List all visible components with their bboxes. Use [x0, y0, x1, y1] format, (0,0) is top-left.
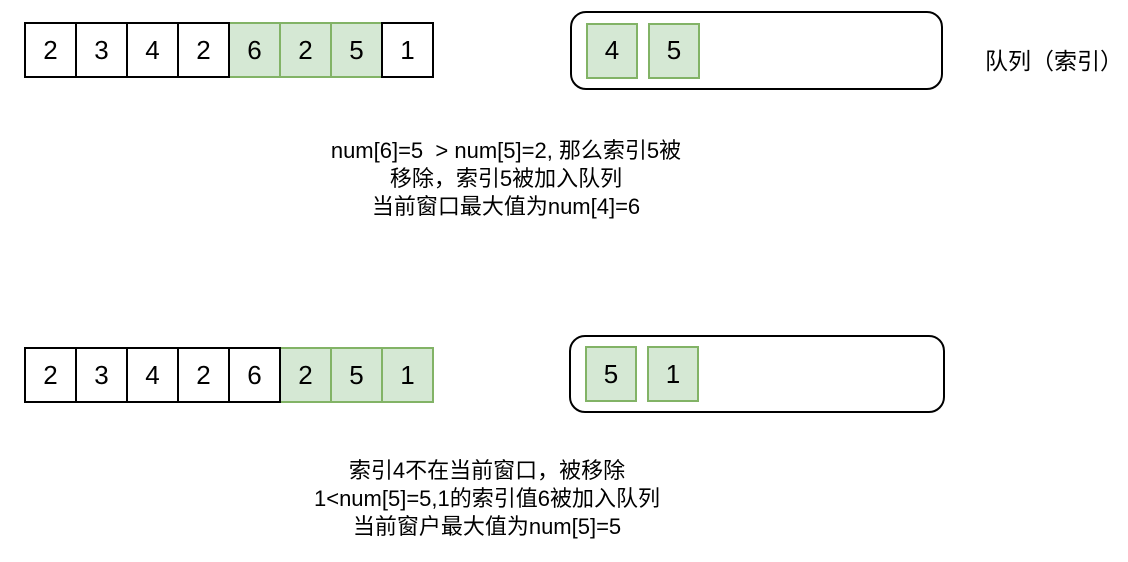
queue-label: 队列（索引）	[985, 48, 1123, 74]
queue-cell: 5	[648, 22, 700, 79]
step-caption: num[6]=5 > num[5]=2, 那么索引5被移除，索引5被加入队列当前…	[266, 137, 746, 221]
queue-cell: 1	[647, 346, 699, 402]
array-cell: 3	[75, 347, 128, 403]
array-cell: 4	[126, 22, 179, 78]
array-cell: 2	[24, 347, 77, 403]
array-cell: 6	[228, 347, 281, 403]
array-cell: 2	[279, 22, 332, 78]
array-cell: 6	[228, 22, 281, 78]
caption-line: 1<num[5]=5,1的索引值6被加入队列	[313, 486, 660, 511]
queue-cell: 4	[586, 22, 638, 79]
caption-line: 当前窗户最大值为num[5]=5	[352, 514, 622, 539]
array-cell: 4	[126, 347, 179, 403]
array-cell: 1	[381, 22, 434, 78]
array-cell: 5	[330, 22, 383, 78]
array-cell: 2	[177, 347, 230, 403]
caption-line: num[6]=5 > num[5]=2, 那么索引5被	[330, 138, 682, 163]
array-cell: 5	[330, 347, 383, 403]
step-caption: 索引4不在当前窗口，被移除 1<num[5]=5,1的索引值6被加入队列当前窗户最…	[247, 457, 727, 541]
queue-cell: 5	[585, 346, 637, 402]
array-cell: 3	[75, 22, 128, 78]
array-cell: 2	[24, 22, 77, 78]
caption-line: 当前窗口最大值为num[4]=6	[371, 194, 641, 219]
array-cell: 1	[381, 347, 434, 403]
array-cell: 2	[279, 347, 332, 403]
caption-line: 移除，索引5被加入队列	[389, 166, 623, 191]
array-cell: 2	[177, 22, 230, 78]
caption-line: 索引4不在当前窗口，被移除	[348, 458, 626, 483]
